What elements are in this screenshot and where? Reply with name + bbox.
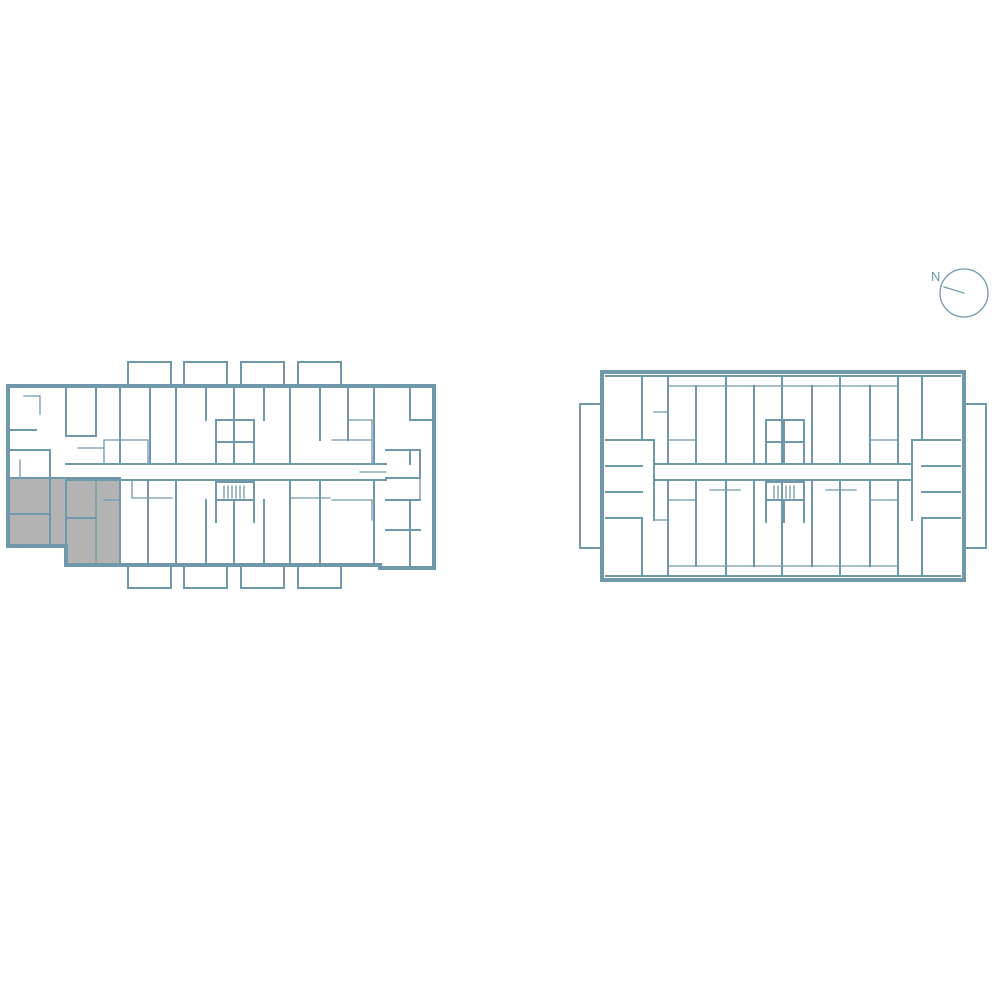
east-end-walls [359, 449, 421, 531]
right-building [579, 370, 987, 582]
left-building [6, 361, 436, 589]
highlighted-unit[interactable] [8, 478, 120, 565]
north-label: N [931, 269, 940, 284]
right-north-units [667, 375, 899, 465]
left-building-outer-wall [6, 384, 436, 570]
right-south-units [667, 479, 899, 577]
south-unit-walls [95, 479, 411, 569]
right-east-block [911, 375, 961, 577]
north-balconies [127, 361, 342, 387]
west-end-walls [7, 395, 121, 547]
south-core [215, 481, 255, 523]
north-pointer [943, 286, 965, 294]
right-west-block [605, 375, 669, 577]
right-corridor [653, 463, 913, 481]
north-unit-walls [65, 385, 435, 465]
side-balconies [579, 403, 987, 549]
north-core [215, 419, 255, 465]
compass: N [931, 268, 989, 318]
north-arrow-icon [939, 268, 989, 318]
south-balconies [127, 564, 342, 589]
